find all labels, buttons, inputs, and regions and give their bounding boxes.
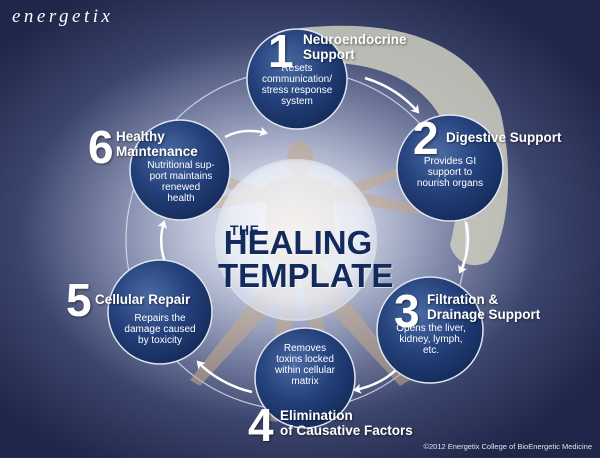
step-4-description: Removes toxins locked within cellular ma… — [274, 343, 336, 387]
step-5-number: 5 — [66, 274, 92, 326]
brand-logo: energetix — [12, 6, 114, 27]
step-5-node — [107, 259, 213, 365]
center-title-the: THE — [230, 222, 260, 238]
step-1-description: Resets communication/ stress response sy… — [261, 63, 333, 107]
step-5-title: Cellular Repair — [95, 292, 191, 307]
arrow-6-to-1 — [224, 126, 268, 139]
step-4-node — [254, 327, 356, 429]
step-6-node — [129, 119, 231, 221]
step-1-title: Neuroendocrine Support — [303, 32, 407, 62]
step-2-node — [396, 114, 504, 222]
copyright-notice: ©2012 Energetix College of BioEnergetic … — [423, 442, 592, 451]
center-title-healing: HEALING — [223, 224, 373, 261]
step-2-description: Provides GI support to nourish organs — [416, 156, 484, 189]
arrow-1-to-2 — [364, 76, 420, 114]
step-2-title: Digestive Support — [446, 130, 562, 145]
step-3-title: Filtration & Drainage Support — [427, 292, 541, 322]
step-4-number: 4 — [248, 399, 274, 451]
center-title-template: TEMPLATE — [218, 257, 394, 294]
center-title: HEALING TEMPLATE — [218, 224, 394, 294]
center-circle — [215, 159, 377, 321]
step-1-number: 1 — [268, 25, 294, 77]
step-6-title: Healthy Maintenance — [116, 129, 198, 159]
step-5-description: Repairs the damage caused by toxicity — [124, 313, 196, 346]
highlight-band — [300, 25, 509, 266]
step-2-number: 2 — [413, 112, 439, 164]
step-6-number: 6 — [88, 121, 114, 173]
step-4-title: Elimination of Causative Factors — [280, 408, 413, 438]
step-3-node — [376, 276, 484, 384]
arrow-4-to-5 — [196, 360, 253, 394]
step-3-description: Opens the liver, kidney, lymph, etc. — [396, 323, 466, 356]
step-6-description: Nutritional sup- port maintains renewed … — [147, 160, 215, 204]
arrow-2-to-3 — [458, 221, 470, 274]
flow-arrows — [157, 76, 470, 394]
arrow-5-to-6 — [157, 220, 168, 263]
step-3-number: 3 — [394, 285, 420, 337]
step-1-node — [246, 28, 348, 130]
